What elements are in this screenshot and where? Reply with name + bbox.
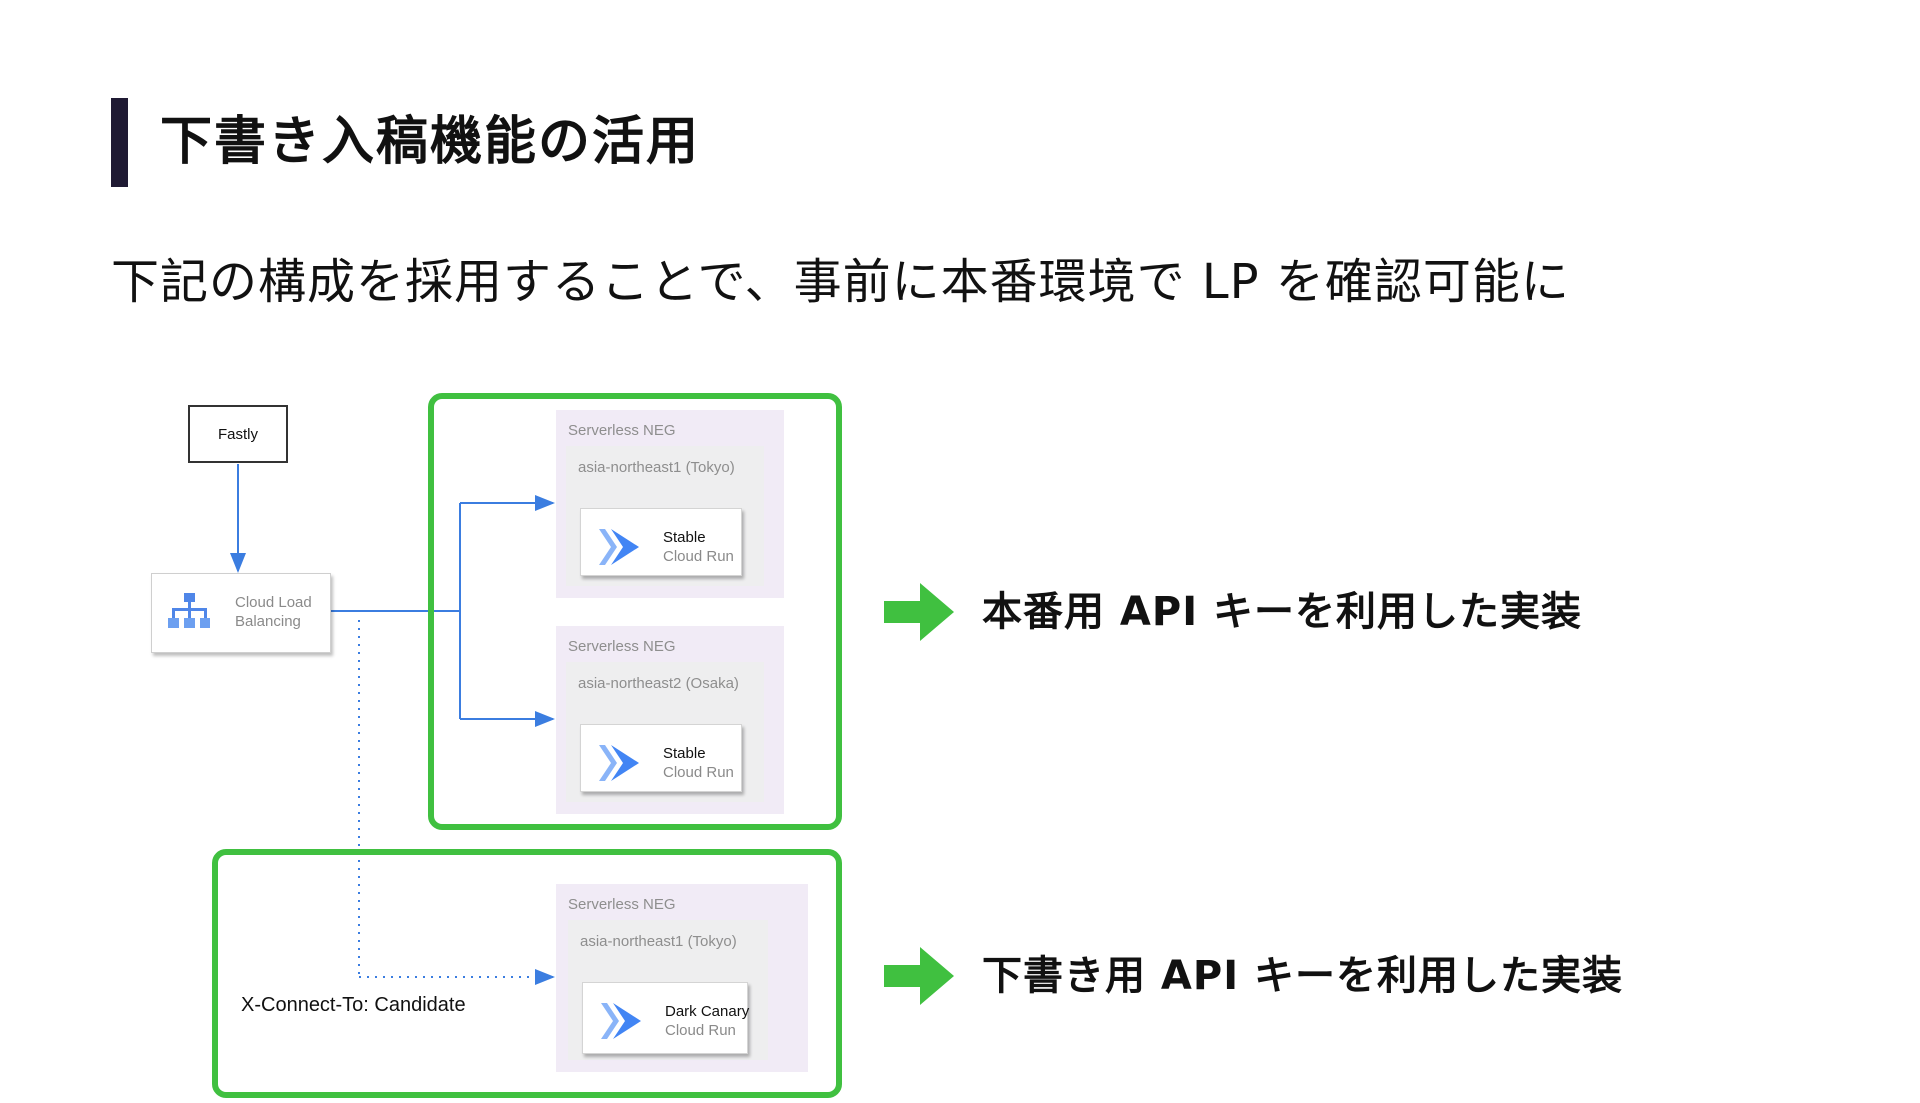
service-name: Stable: [663, 529, 706, 546]
region-label: asia-northeast2 (Osaka): [578, 675, 739, 692]
region-tokyo-canary: asia-northeast1 (Tokyo) Dark Canary Clou…: [568, 920, 768, 1060]
fastly-label: Fastly: [217, 425, 258, 443]
service-type: Cloud Run: [665, 1022, 736, 1039]
service-type: Cloud Run: [663, 548, 734, 565]
draft-group-frame: [212, 849, 842, 1098]
x-connect-to-label: X-Connect-To: Candidate: [241, 994, 466, 1016]
note-draft: 下書き用 API キーを利用した実装: [982, 953, 1624, 999]
load-balancer-node: Cloud Load Balancing: [151, 573, 331, 653]
service-type: Cloud Run: [663, 764, 734, 781]
neg-label: Serverless NEG: [568, 896, 676, 913]
cloud-run-icon: [599, 745, 639, 781]
cloud-run-stable-osaka: Stable Cloud Run: [580, 724, 742, 792]
serverless-neg-osaka: Serverless NEG asia-northeast2 (Osaka) S…: [556, 626, 784, 814]
region-osaka: asia-northeast2 (Osaka) Stable Cloud Run: [566, 662, 764, 802]
service-name: Stable: [663, 745, 706, 762]
load-balancer-label-1: Cloud Load: [235, 594, 312, 611]
serverless-neg-tokyo: Serverless NEG asia-northeast1 (Tokyo) S…: [556, 410, 784, 598]
cloud-run-stable-tokyo: Stable Cloud Run: [580, 508, 742, 576]
region-label: asia-northeast1 (Tokyo): [578, 459, 735, 476]
load-balancer-label-2: Balancing: [235, 613, 301, 630]
serverless-neg-canary: Serverless NEG asia-northeast1 (Tokyo) D…: [556, 884, 808, 1072]
service-name: Dark Canary: [665, 1003, 750, 1020]
production-group-frame: [428, 393, 842, 830]
load-balancer-icon: [168, 593, 210, 628]
cloud-run-icon: [601, 1003, 641, 1039]
right-arrow-icon: [884, 583, 954, 641]
page-subtitle: 下記の構成を採用することで、事前に本番環境で LP を確認可能に: [111, 254, 1570, 310]
fastly-node: Fastly: [188, 405, 288, 463]
cloud-run-icon: [599, 529, 639, 565]
page-title: 下書き入稿機能の活用: [160, 112, 701, 172]
region-label: asia-northeast1 (Tokyo): [580, 933, 737, 950]
neg-label: Serverless NEG: [568, 422, 676, 439]
note-production: 本番用 API キーを利用した実装: [982, 589, 1583, 635]
cloud-run-dark-canary: Dark Canary Cloud Run: [582, 982, 750, 1054]
title-accent-bar: [111, 98, 128, 187]
right-arrow-icon: [884, 947, 954, 1005]
region-tokyo: asia-northeast1 (Tokyo) Stable Cloud Run: [566, 446, 764, 586]
neg-label: Serverless NEG: [568, 638, 676, 655]
